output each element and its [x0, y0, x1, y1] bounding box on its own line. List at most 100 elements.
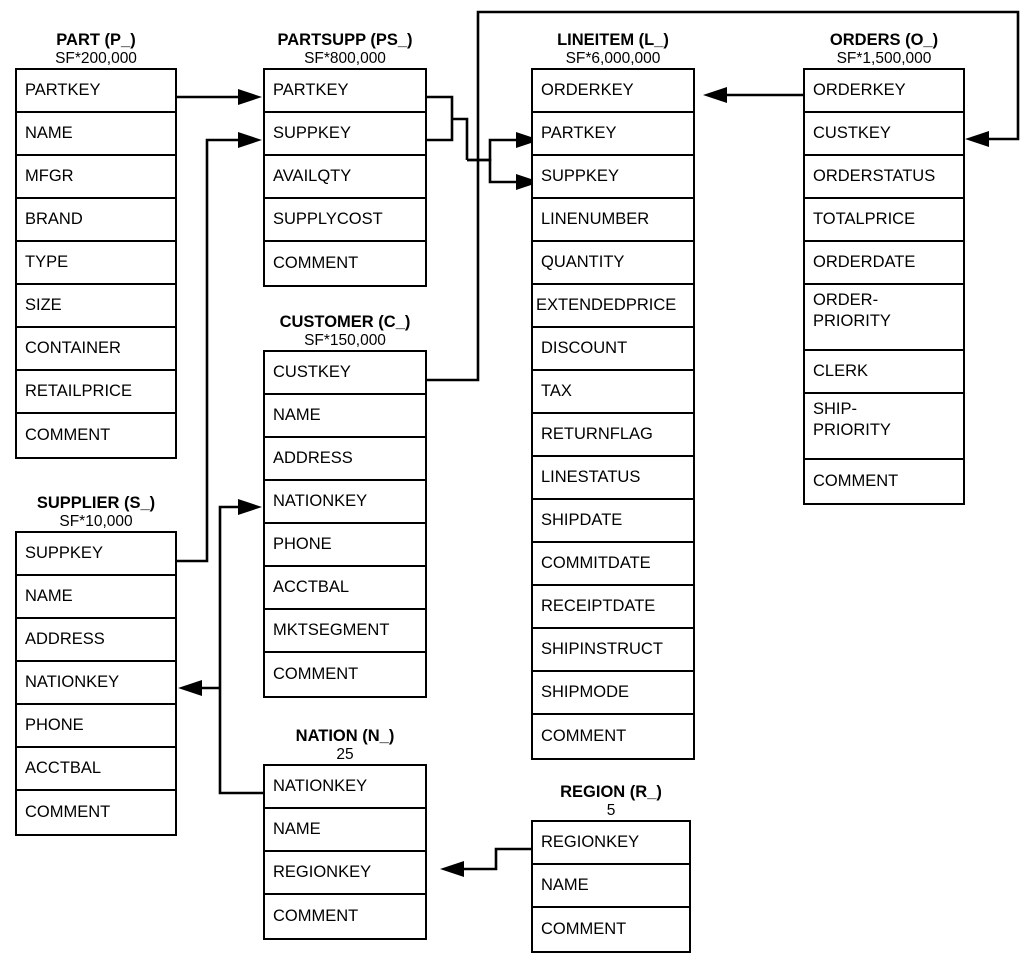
- field-part-partkey: PARTKEY: [17, 70, 175, 113]
- table-part-count: SF*200,000: [55, 50, 137, 67]
- table-orders-fields: ORDERKEY CUSTKEY ORDERSTATUS TOTALPRICE …: [803, 68, 965, 505]
- table-lineitem-fields: ORDERKEY PARTKEY SUPPKEY LINENUMBER QUAN…: [531, 68, 695, 760]
- field-partsupp-suppkey: SUPPKEY: [265, 113, 425, 156]
- field-part-container: CONTAINER: [17, 328, 175, 371]
- field-supplier-suppkey: SUPPKEY: [17, 533, 175, 576]
- field-supplier-nationkey: NATIONKEY: [17, 662, 175, 705]
- field-lineitem-suppkey: SUPPKEY: [533, 156, 693, 199]
- field-lineitem-shipdate: SHIPDATE: [533, 500, 693, 543]
- field-lineitem-linenumber: LINENUMBER: [533, 199, 693, 242]
- field-supplier-phone: PHONE: [17, 705, 175, 748]
- field-lineitem-tax: TAX: [533, 371, 693, 414]
- field-customer-custkey: CUSTKEY: [265, 352, 425, 395]
- table-partsupp-count: SF*800,000: [304, 50, 386, 67]
- table-partsupp-title: PARTSUPP (PS_): [277, 31, 413, 49]
- table-orders: ORDERS (O_) SF*1,500,000 ORDERKEY CUSTKE…: [803, 30, 965, 505]
- field-orders-shippriority-line2: PRIORITY: [813, 421, 891, 439]
- field-lineitem-linestatus: LINESTATUS: [533, 457, 693, 500]
- table-nation-fields: NATIONKEY NAME REGIONKEY COMMENT: [263, 764, 427, 940]
- field-orders-orderdate: ORDERDATE: [805, 242, 963, 285]
- field-part-name: NAME: [17, 113, 175, 156]
- field-part-comment: COMMENT: [17, 414, 175, 457]
- table-orders-title: ORDERS (O_): [829, 31, 939, 49]
- field-customer-acctbal: ACCTBAL: [265, 567, 425, 610]
- field-orders-orderkey: ORDERKEY: [805, 70, 963, 113]
- field-orders-custkey: CUSTKEY: [805, 113, 963, 156]
- field-customer-mktsegment: MKTSEGMENT: [265, 610, 425, 653]
- field-nation-nationkey: NATIONKEY: [265, 766, 425, 809]
- table-lineitem-title: LINEITEM (L_): [557, 31, 669, 49]
- field-orders-clerk: CLERK: [805, 351, 963, 394]
- field-orders-comment: COMMENT: [805, 460, 963, 503]
- table-orders-count: SF*1,500,000: [836, 50, 932, 67]
- field-supplier-comment: COMMENT: [17, 791, 175, 834]
- field-partsupp-comment: COMMENT: [265, 242, 425, 285]
- connector-part-to-partsupp: [177, 89, 262, 105]
- connector-nation-to-customer-supplier: [178, 499, 265, 795]
- table-lineitem-count: SF*6,000,000: [565, 50, 661, 67]
- field-region-regionkey: REGIONKEY: [533, 822, 689, 865]
- field-partsupp-supplycost: SUPPLYCOST: [265, 199, 425, 242]
- table-nation: NATION (N_) 25 NATIONKEY NAME REGIONKEY …: [263, 726, 427, 940]
- field-region-name: NAME: [533, 865, 689, 908]
- field-lineitem-extendedprice: EXTENDEDPRICE: [533, 285, 693, 328]
- field-part-size: SIZE: [17, 285, 175, 328]
- field-nation-comment: COMMENT: [265, 895, 425, 938]
- table-part: PART (P_) SF*200,000 PARTKEY NAME MFGR B…: [15, 30, 177, 459]
- field-orders-orderstatus: ORDERSTATUS: [805, 156, 963, 199]
- table-partsupp: PARTSUPP (PS_) SF*800,000 PARTKEY SUPPKE…: [263, 30, 427, 287]
- field-lineitem-comment: COMMENT: [533, 715, 693, 758]
- table-nation-count: 25: [336, 746, 354, 763]
- field-customer-name: NAME: [265, 395, 425, 438]
- field-supplier-address: ADDRESS: [17, 619, 175, 662]
- field-customer-comment: COMMENT: [265, 653, 425, 696]
- table-supplier-title: SUPPLIER (S_): [36, 494, 156, 512]
- table-region-count: 5: [606, 802, 616, 819]
- table-customer-title: CUSTOMER (C_): [279, 313, 411, 331]
- field-part-mfgr: MFGR: [17, 156, 175, 199]
- field-nation-regionkey: REGIONKEY: [265, 852, 425, 895]
- table-region: REGION (R_) 5 REGIONKEY NAME COMMENT: [531, 782, 691, 953]
- field-lineitem-returnflag: RETURNFLAG: [533, 414, 693, 457]
- field-lineitem-shipmode: SHIPMODE: [533, 672, 693, 715]
- table-supplier: SUPPLIER (S_) SF*10,000 SUPPKEY NAME ADD…: [15, 493, 177, 836]
- field-part-retailprice: RETAILPRICE: [17, 371, 175, 414]
- table-customer-count: SF*150,000: [304, 332, 386, 349]
- field-supplier-name: NAME: [17, 576, 175, 619]
- connector-supplier-to-partsupp: [177, 132, 262, 563]
- field-orders-shippriority-line1: SHIP-: [813, 400, 858, 418]
- field-lineitem-discount: DISCOUNT: [533, 328, 693, 371]
- field-nation-name: NAME: [265, 809, 425, 852]
- field-lineitem-partkey: PARTKEY: [533, 113, 693, 156]
- table-part-title: PART (P_): [56, 31, 136, 49]
- field-orders-shippriority: SHIP- PRIORITY: [805, 394, 963, 460]
- field-customer-address: ADDRESS: [265, 438, 425, 481]
- table-region-title: REGION (R_): [560, 783, 662, 801]
- field-orders-orderpriority-line1: ORDER-: [813, 291, 879, 309]
- table-supplier-fields: SUPPKEY NAME ADDRESS NATIONKEY PHONE ACC…: [15, 531, 177, 836]
- field-orders-totalprice: TOTALPRICE: [805, 199, 963, 242]
- table-nation-title: NATION (N_): [295, 727, 395, 745]
- table-part-fields: PARTKEY NAME MFGR BRAND TYPE SIZE CONTAI…: [15, 68, 177, 459]
- table-supplier-count: SF*10,000: [59, 513, 133, 530]
- connector-region-to-nation: [440, 847, 531, 877]
- field-lineitem-commitdate: COMMITDATE: [533, 543, 693, 586]
- table-partsupp-fields: PARTKEY SUPPKEY AVAILQTY SUPPLYCOST COMM…: [263, 68, 427, 287]
- field-supplier-acctbal: ACCTBAL: [17, 748, 175, 791]
- field-lineitem-quantity: QUANTITY: [533, 242, 693, 285]
- field-partsupp-availqty: AVAILQTY: [265, 156, 425, 199]
- field-orders-orderpriority: ORDER- PRIORITY: [805, 285, 963, 351]
- field-part-brand: BRAND: [17, 199, 175, 242]
- table-region-fields: REGIONKEY NAME COMMENT: [531, 820, 691, 953]
- field-customer-nationkey: NATIONKEY: [265, 481, 425, 524]
- field-lineitem-receiptdate: RECEIPTDATE: [533, 586, 693, 629]
- connector-orders-to-lineitem: [703, 87, 803, 103]
- field-customer-phone: PHONE: [265, 524, 425, 567]
- table-customer: CUSTOMER (C_) SF*150,000 CUSTKEY NAME AD…: [263, 312, 427, 698]
- field-partsupp-partkey: PARTKEY: [265, 70, 425, 113]
- field-lineitem-shipinstruct: SHIPINSTRUCT: [533, 629, 693, 672]
- field-orders-orderpriority-line2: PRIORITY: [813, 312, 891, 330]
- table-customer-fields: CUSTKEY NAME ADDRESS NATIONKEY PHONE ACC…: [263, 350, 427, 698]
- field-region-comment: COMMENT: [533, 908, 689, 951]
